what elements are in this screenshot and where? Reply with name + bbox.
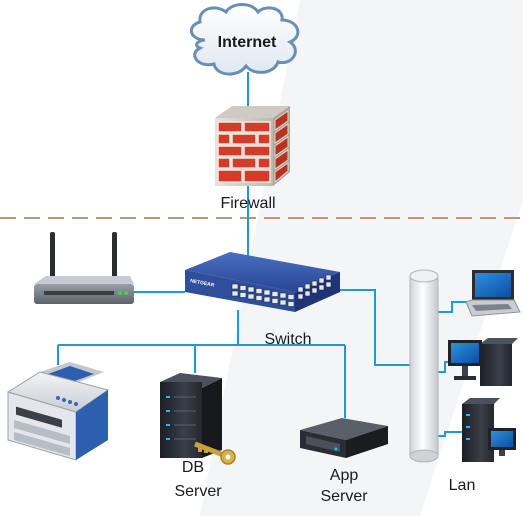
key-icon: [194, 441, 236, 465]
link-lan-laptop: [437, 301, 468, 313]
rack-server-icon: [300, 418, 388, 458]
firewall-label: Firewall: [220, 195, 275, 212]
desktop-computer-node-1[interactable]: [448, 338, 518, 386]
connection-lines: [57, 72, 468, 437]
internet-label: Internet: [218, 34, 277, 51]
printer-node[interactable]: [6, 362, 110, 461]
laptop-node[interactable]: [465, 270, 521, 317]
switch-node[interactable]: NETGEAR Switch: [185, 252, 340, 348]
lan-bus-cylinder-icon: [409, 269, 439, 463]
internet-cloud[interactable]: Internet: [189, 3, 300, 76]
db-server-node[interactable]: DB Server: [160, 373, 236, 500]
wireless-router-node[interactable]: [34, 232, 134, 304]
firewall-node[interactable]: Firewall: [215, 106, 290, 212]
brick-firewall-icon: [215, 106, 290, 186]
app-server-node[interactable]: App Server: [300, 418, 388, 505]
wireless-router-icon: [34, 232, 134, 304]
switch-label: Switch: [264, 331, 311, 348]
link-lan-desktop-2: [437, 431, 462, 437]
app-server-label-line1: App: [330, 467, 359, 484]
lan-label: Lan: [449, 477, 476, 494]
desktop-computer-icon: [448, 338, 518, 386]
desktop-computer-node-2[interactable]: [462, 398, 516, 462]
lan-node[interactable]: Lan: [409, 269, 476, 494]
network-switch-icon: NETGEAR: [185, 252, 340, 312]
cloud-icon: [189, 3, 300, 76]
db-server-label-line2: Server: [174, 483, 222, 500]
app-server-label-line2: Server: [320, 488, 368, 505]
server-tower-icon: [160, 373, 222, 458]
multifunction-printer-icon: [6, 362, 110, 461]
db-server-label-line1: DB: [182, 459, 204, 476]
switch-brand: NETGEAR: [190, 278, 216, 289]
laptop-icon: [465, 270, 521, 317]
link-switch-lan: [338, 289, 410, 366]
desktop-computer-icon: [462, 398, 516, 462]
